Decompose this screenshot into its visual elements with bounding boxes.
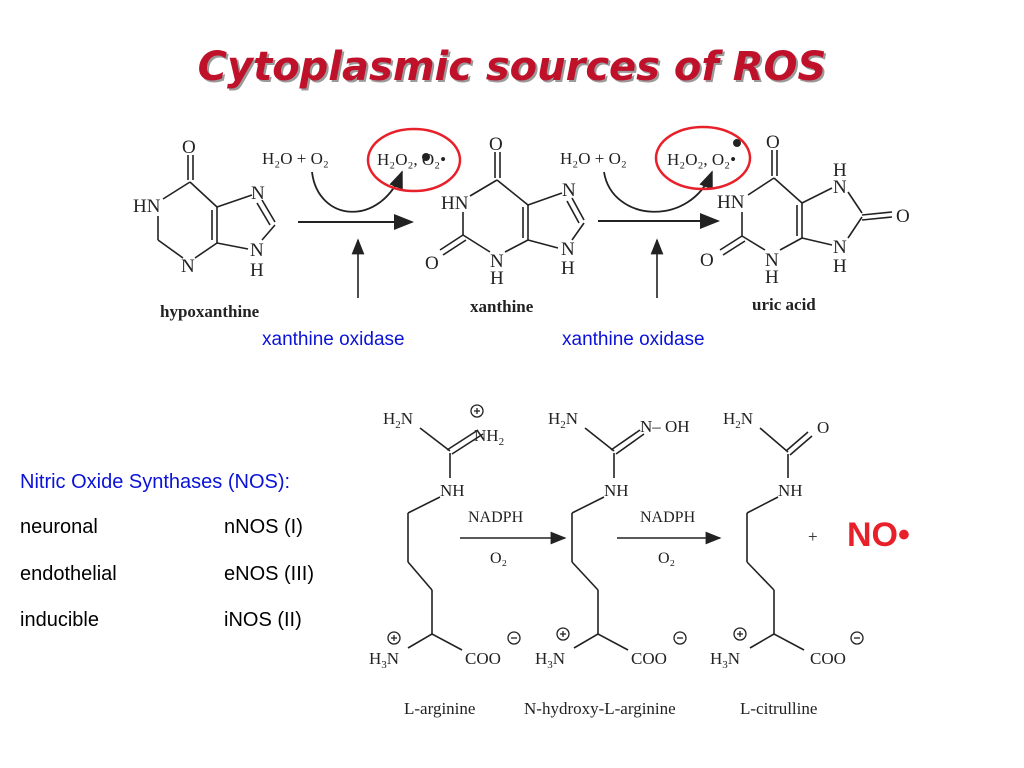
l-citrulline-label: L-citrulline — [740, 699, 817, 718]
nos-row-endothelial: endothelial eNOS (III) — [20, 563, 314, 586]
nos-row-inducible: inducible iNOS (II) — [20, 609, 302, 632]
highlight-circle-2 — [654, 125, 752, 191]
slide-title: Cytoplasmic sources of ROS — [197, 44, 827, 90]
nitric-oxide-product: NO• — [847, 516, 910, 554]
svg-text:H3N: H3N — [369, 649, 399, 671]
oxygen-label-1: O₂ — [490, 550, 507, 567]
svg-text:H3N: H3N — [535, 649, 565, 671]
xanthine-structure — [439, 152, 585, 256]
svg-text:N: N — [490, 251, 504, 272]
svg-text:O: O — [766, 132, 780, 153]
l-arginine-structure — [407, 427, 484, 651]
svg-text:H: H — [561, 258, 575, 279]
svg-text:NH2: NH2 — [474, 426, 504, 448]
svg-text:O: O — [700, 250, 714, 271]
nadph-label-2: NADPH — [640, 509, 696, 526]
l-citrulline-structure — [746, 427, 813, 651]
radical-dot-1 — [422, 153, 430, 161]
radical-dot-2 — [733, 139, 741, 147]
oxygen-label-2: O₂ — [658, 550, 675, 567]
nos-isoform: iNOS (II) — [224, 609, 302, 631]
hypoxanthine-structure — [157, 155, 276, 259]
svg-text:COO: COO — [810, 649, 846, 668]
svg-text:NH: NH — [604, 481, 629, 500]
svg-text:H2N: H2N — [548, 409, 578, 431]
enzyme-label-1: xanthine oxidase — [262, 329, 405, 350]
svg-text:H3N: H3N — [710, 649, 740, 671]
charge-signs-citrulline — [733, 627, 864, 645]
nadph-label-1: NADPH — [468, 509, 524, 526]
curved-arrow-2 — [603, 170, 713, 213]
plus-sign: + — [808, 527, 818, 546]
svg-text:COO: COO — [465, 649, 501, 668]
enzyme-label-2: xanthine oxidase — [562, 329, 705, 350]
svg-text:O: O — [489, 134, 503, 155]
svg-text:N: N — [250, 240, 264, 261]
svg-text:N: N — [561, 239, 575, 260]
nos-isoform: eNOS (III) — [224, 563, 315, 585]
charge-signs-arginine — [387, 404, 521, 645]
svg-text:O: O — [896, 206, 910, 227]
svg-text:O: O — [817, 418, 829, 437]
svg-text:O: O — [182, 137, 196, 158]
svg-text:N– OH: N– OH — [640, 417, 690, 436]
svg-text:H: H — [833, 256, 847, 277]
svg-text:H: H — [833, 160, 847, 181]
svg-text:H2N: H2N — [723, 409, 753, 431]
reactants-2: H₂O + O₂ — [560, 149, 627, 168]
svg-text:N: N — [833, 177, 847, 198]
svg-text:NH: NH — [440, 481, 465, 500]
svg-text:HN: HN — [441, 193, 469, 214]
nos-title: Nitric Oxide Synthases (NOS): — [20, 471, 291, 493]
products-2: H₂O₂, O₂• — [667, 150, 736, 169]
svg-text:N: N — [251, 183, 265, 204]
svg-text:N: N — [765, 250, 779, 271]
highlight-circle-1 — [366, 127, 462, 193]
n-hydroxy-label: N-hydroxy-L-arginine — [524, 699, 676, 718]
svg-text:NH: NH — [778, 481, 803, 500]
uric-acid-label: uric acid — [752, 295, 816, 314]
svg-text:O: O — [425, 253, 439, 274]
svg-text:HN: HN — [133, 196, 161, 217]
svg-text:N: N — [562, 180, 576, 201]
svg-text:H: H — [765, 267, 779, 288]
svg-text:HN: HN — [717, 192, 745, 213]
svg-text:N: N — [833, 237, 847, 258]
svg-text:N: N — [181, 256, 195, 277]
uric-acid-structure — [719, 150, 893, 256]
nos-type: neuronal — [20, 516, 98, 538]
nos-isoform: nNOS (I) — [224, 516, 303, 538]
nos-type: endothelial — [20, 563, 117, 585]
svg-text:H: H — [250, 260, 264, 281]
hypoxanthine-label: hypoxanthine — [160, 302, 260, 321]
l-arginine-label: L-arginine — [404, 699, 475, 718]
charge-signs-hydroxy — [556, 627, 687, 645]
nos-row-neuronal: neuronal nNOS (I) — [20, 516, 303, 539]
svg-text:H2N: H2N — [383, 409, 413, 431]
reactants-1: H₂O + O₂ — [262, 149, 329, 168]
svg-text:H: H — [490, 268, 504, 289]
nos-type: inducible — [20, 609, 99, 631]
n-hydroxy-l-arginine-structure — [571, 427, 645, 651]
products-1: H₂O₂, O₂• — [377, 150, 446, 169]
xanthine-label: xanthine — [470, 297, 534, 316]
svg-text:COO: COO — [631, 649, 667, 668]
curved-arrow-1 — [311, 170, 403, 213]
